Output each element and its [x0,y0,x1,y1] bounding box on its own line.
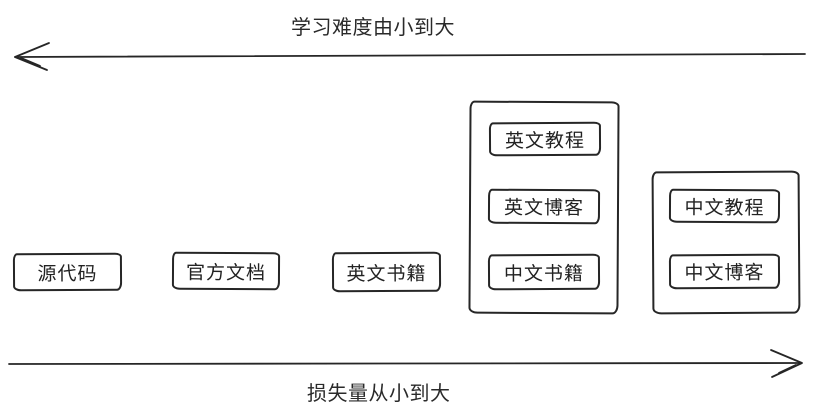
box-source-code: 源代码 [12,252,123,292]
difficulty-arrowhead-icon [14,42,50,71]
box-chinese-blogs: 中文博客 [668,253,781,290]
loss-axis-label: 损失量从小到大 [307,383,451,405]
loss-arrowhead-icon [770,349,803,378]
box-english-tutorials: 英文教程 [488,121,602,157]
box-english-books: 英文书籍 [331,251,442,293]
loss-arrow [8,349,803,378]
difficulty-arrow [14,42,806,71]
difficulty-axis-label: 学习难度由小到大 [291,17,455,39]
box-official-docs: 官方文档 [171,251,281,291]
box-chinese-books: 中文书籍 [487,253,601,291]
box-chinese-tutorials: 中文教程 [668,188,781,224]
box-english-blogs: 英文博客 [487,188,601,225]
loss-arrow-line [8,361,802,365]
difficulty-arrow-line [14,53,806,58]
